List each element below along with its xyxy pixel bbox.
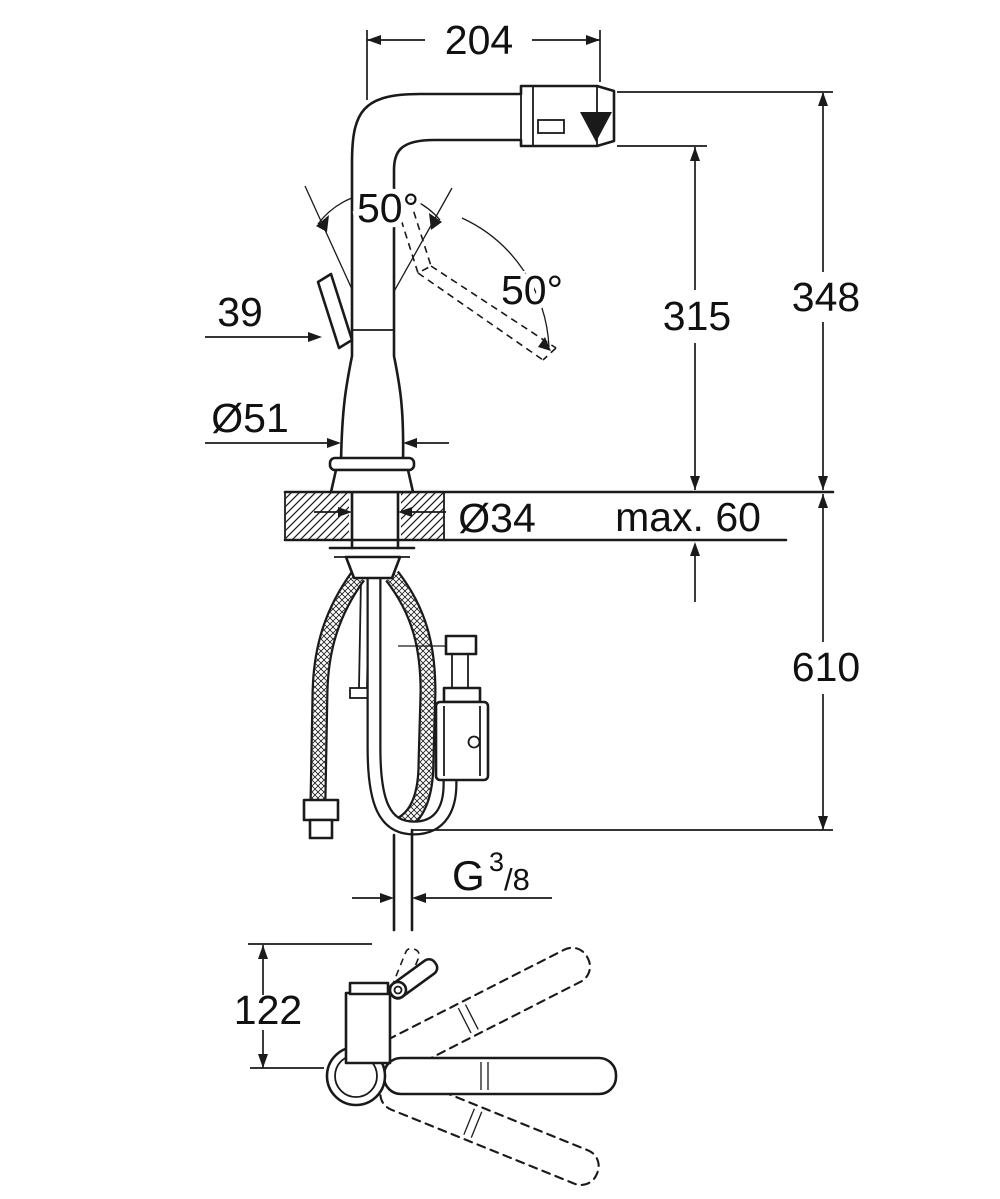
handle-rotation-annotation (304, 185, 557, 361)
hose-fitting-end (308, 818, 334, 840)
dimension-dia51: Ø51 (205, 395, 449, 448)
supply-hose-left (302, 571, 365, 840)
dimension-max60: max. 60 (610, 489, 766, 602)
dim-dia51-label: Ø51 (211, 395, 289, 441)
lever-pivot (388, 980, 408, 1000)
spray-nozzle-mark (580, 112, 612, 142)
dim-204-label: 204 (445, 17, 513, 63)
faucet-spout-outline (339, 84, 616, 464)
hose-connector (444, 634, 478, 656)
angle-arc-right (461, 217, 550, 348)
pullout-hose (366, 574, 458, 836)
body-column-side (344, 991, 392, 1065)
dimension-348: 348 (617, 91, 860, 490)
mounting-stud (358, 577, 362, 689)
dimension-39: 39 (205, 289, 322, 342)
thread-denominator: /8 (504, 862, 530, 897)
dimension-dia34: Ø34 (314, 490, 541, 546)
spray-button (537, 119, 565, 134)
dimension-g38: G 3 /8 (352, 834, 552, 903)
mounting-nut (328, 546, 416, 580)
dim-max60-label: max. 60 (615, 494, 761, 540)
weight-button (467, 735, 481, 749)
dimension-122: 122 (234, 943, 372, 1069)
hose-fitting (302, 798, 340, 822)
side-view (325, 946, 618, 1187)
handle-lever (316, 272, 354, 350)
dimension-204: 204 (366, 17, 601, 100)
counter-hatch-right (401, 493, 444, 539)
thread-numerator: 3 (489, 847, 504, 877)
dimension-315: 315 (617, 145, 731, 490)
spout-arm-side (382, 1056, 618, 1096)
under-counter-assembly (302, 546, 490, 932)
dim-dia34-label: Ø34 (458, 495, 536, 541)
supply-hose-right (385, 570, 437, 832)
dimension-angle-labels: 50° 50° (352, 180, 568, 318)
dimension-610: 610 (412, 494, 860, 831)
dim-122-label: 122 (234, 987, 302, 1033)
body-cap-side (348, 981, 390, 996)
dim-50deg-left-label: 50° (357, 185, 419, 231)
dim-348-label: 348 (792, 274, 860, 320)
dim-g38-label: G 3 /8 (452, 834, 530, 899)
faucet-front-elevation (316, 84, 616, 494)
spray-head (520, 86, 612, 146)
base-skirt (329, 468, 415, 494)
hose-weight (398, 634, 490, 782)
dim-39-label: 39 (217, 289, 263, 335)
dim-50deg-right-label: 50° (501, 267, 563, 313)
thread-g-text: G (452, 852, 485, 899)
dim-610-label: 610 (792, 644, 860, 690)
dim-315-label: 315 (663, 293, 731, 339)
base-ring (328, 456, 416, 472)
